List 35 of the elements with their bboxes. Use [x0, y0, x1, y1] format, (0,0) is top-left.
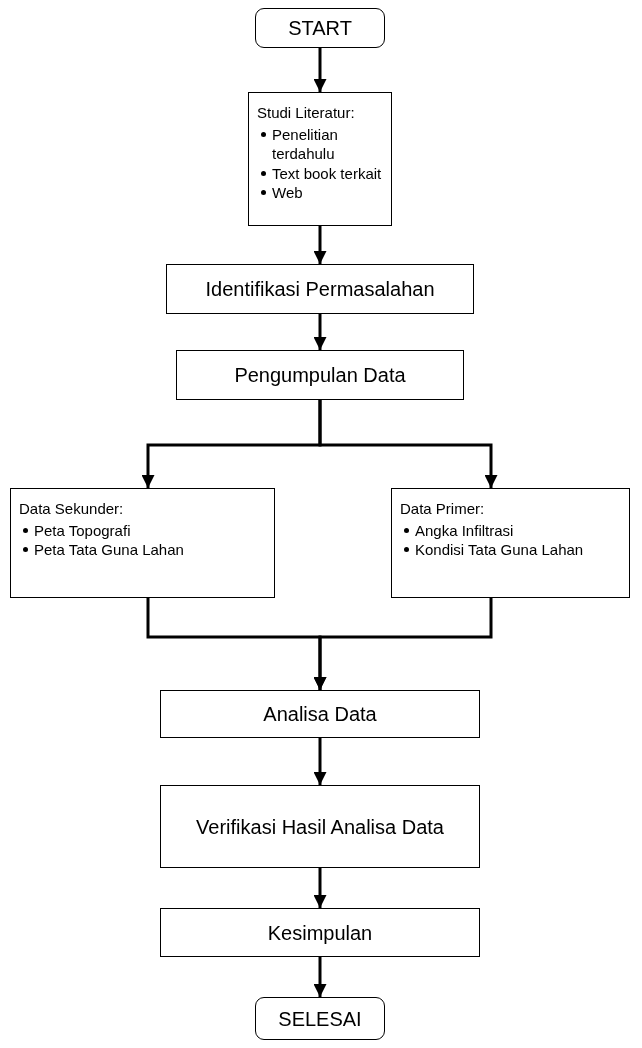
- arrow: [313, 226, 327, 264]
- process-box: [166, 264, 474, 314]
- list-item: Kondisi Tata Guna Lahan: [415, 540, 584, 560]
- list-item: Text book terkait: [272, 163, 382, 183]
- box-label: Analisa Data: [263, 702, 377, 727]
- process-box: [160, 785, 480, 868]
- list-item: Angka Infiltrasi: [415, 520, 514, 540]
- arrow: [313, 48, 327, 92]
- process-box: [391, 488, 630, 598]
- box-heading: Data Primer:: [400, 499, 485, 519]
- arrow: [313, 598, 493, 690]
- arrow: [313, 314, 327, 350]
- arrow: [318, 400, 498, 488]
- arrow: [313, 868, 327, 908]
- box-label: SELESAI: [278, 1006, 362, 1032]
- box-label: Verifikasi Hasil Analisa Data: [196, 814, 444, 840]
- process-box: [248, 92, 392, 226]
- box-label: Kesimpulan: [267, 920, 373, 946]
- process-box: [160, 690, 480, 738]
- list-item: Web: [272, 183, 303, 203]
- arrow: [313, 738, 327, 785]
- box-label: Pengumpulan Data: [234, 363, 406, 388]
- box-heading: Data Sekunder:: [19, 499, 124, 519]
- box-label: Identifikasi Permasalahan: [205, 277, 435, 302]
- terminal-box: [255, 997, 385, 1040]
- list-item: Penelitian terdahulu: [272, 124, 339, 164]
- box-heading: Studi Literatur:: [257, 103, 355, 123]
- process-box: [176, 350, 464, 400]
- list-item: Peta Tata Guna Lahan: [34, 540, 184, 560]
- process-box: [160, 908, 480, 957]
- box-label: START: [288, 16, 352, 41]
- arrow: [313, 957, 327, 997]
- terminal-box: [255, 8, 385, 48]
- process-box: [10, 488, 275, 598]
- list-item: Peta Topografi: [34, 520, 131, 540]
